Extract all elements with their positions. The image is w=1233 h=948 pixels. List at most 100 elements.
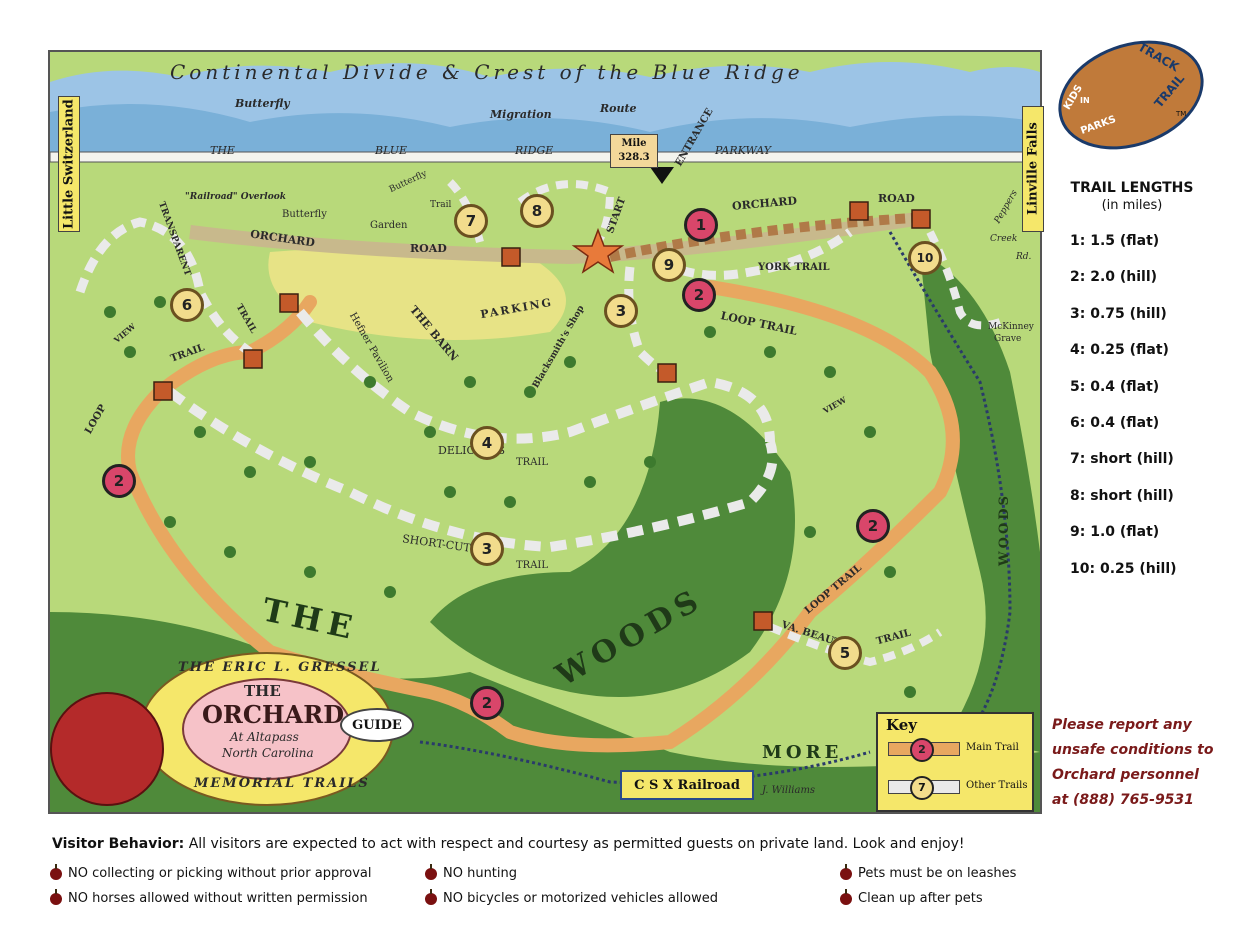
- guide-label: GUIDE: [352, 717, 402, 733]
- apple-illustration: [50, 692, 164, 806]
- start-star: [571, 227, 625, 274]
- mile-marker: Mile 328.3: [610, 134, 658, 168]
- orchard-road-west-label-2: ROAD: [410, 242, 447, 255]
- rule-item: NO collecting or picking without prior a…: [50, 863, 372, 881]
- guide-badge: GUIDE: [340, 708, 414, 742]
- logo-word-in: IN: [1080, 96, 1090, 105]
- rule-text: NO horses allowed without written permis…: [68, 891, 368, 906]
- report-notice: Please report any unsafe conditions to O…: [1052, 713, 1227, 813]
- report-line: Please report any: [1052, 717, 1192, 733]
- woods-east-label: WOODS: [996, 493, 1012, 566]
- mile-marker-line2: 328.3: [618, 152, 650, 163]
- trail-length-row: 6: 0.4 (flat): [1070, 414, 1160, 431]
- trail-marker-2: 2: [102, 464, 136, 498]
- ridge-title: Continental Divide & Crest of the Blue R…: [170, 60, 804, 84]
- trail-marker-6: 6: [170, 288, 204, 322]
- woods-area-east: [920, 252, 1040, 752]
- orchard-road: [189, 210, 932, 265]
- peppers-creek-label-3: Rd.: [1016, 252, 1032, 262]
- csx-railroad-sign: C S X Railroad: [620, 770, 754, 800]
- trail-lengths-subtitle: (in miles): [1101, 198, 1163, 213]
- behavior-text: All visitors are expected to act with re…: [188, 836, 965, 852]
- parkway-label-2: BLUE: [375, 144, 408, 157]
- title-arc-bottom: MEMORIAL TRAILS: [194, 776, 370, 791]
- main-loop-trail: [121, 280, 960, 753]
- key-title: Key: [886, 716, 917, 734]
- rule-item: Clean up after pets: [840, 888, 983, 906]
- trail-length-row: 9: 1.0 (flat): [1070, 524, 1160, 541]
- apple-bullet-icon: [425, 863, 437, 880]
- key-other-trails-label: Other Trails: [966, 780, 1028, 791]
- peppers-creek-label-2: Creek: [990, 234, 1018, 244]
- va-beauty-trail-path: [768, 623, 943, 667]
- trail-marker-3: 3: [470, 532, 504, 566]
- behavior-heading: Visitor Behavior:: [52, 836, 185, 852]
- york-trail-path: [657, 228, 853, 280]
- title-the: THE: [244, 682, 281, 700]
- mile-marker-line1: Mile: [621, 138, 647, 149]
- trail-1-path: [608, 212, 931, 262]
- trail-marker-2: 2: [682, 278, 716, 312]
- apple-bullet-icon: [50, 888, 62, 905]
- butterfly-trail-label-2: Trail: [430, 200, 452, 210]
- key-other-trails-marker: 7: [910, 776, 934, 800]
- railroad-overlook-label: "Railroad" Overlook: [185, 192, 286, 202]
- key-main-trail-label: Main Trail: [966, 742, 1019, 753]
- trail-marker-2: 2: [470, 686, 504, 720]
- mckinney-grave-label-1: McKinney: [988, 322, 1034, 332]
- trail-length-row: 4: 0.25 (flat): [1070, 342, 1169, 359]
- report-line: at (888) 765-9531: [1052, 792, 1194, 808]
- apple-bullet-icon: [425, 888, 437, 905]
- kids-in-parks-logo: KIDS IN PARKS TRACK TRAIL TM: [1043, 21, 1219, 169]
- rule-text: NO hunting: [443, 866, 518, 881]
- artist-signature: J. Williams: [762, 785, 816, 796]
- orchard-road-east-label-2: ROAD: [878, 192, 915, 205]
- migration-label-1: Butterfly: [235, 97, 290, 110]
- woods-area-center: [430, 398, 795, 697]
- parkway-label-4: PARKWAY: [715, 144, 771, 157]
- rule-text: NO collecting or picking without prior a…: [68, 866, 372, 881]
- trail-marker-2: 2: [856, 509, 890, 543]
- trail-marker-7: 7: [454, 204, 488, 238]
- trail-length-row: 10: 0.25 (hill): [1070, 560, 1177, 577]
- railroad-track-east: [888, 231, 1012, 733]
- trail-marker-1: 1: [684, 208, 718, 242]
- rule-item: Pets must be on leashes: [840, 863, 1017, 881]
- butterfly-garden-label-2: Garden: [370, 220, 408, 231]
- trail-length-row: 1: 1.5 (flat): [1070, 233, 1160, 249]
- title-arc-top: THE ERIC L. GRESSEL: [178, 660, 382, 675]
- apple-bullet-icon: [50, 863, 62, 880]
- trail-junctions: [153, 201, 931, 631]
- migration-label-3: Route: [600, 102, 637, 115]
- rule-text: Clean up after pets: [858, 891, 983, 906]
- apple-bullet-icon: [840, 888, 852, 905]
- entrance-arrow: [650, 167, 674, 184]
- title-state: North Carolina: [222, 746, 314, 760]
- trail-marker-3: 3: [604, 294, 638, 328]
- rule-item: NO hunting: [425, 863, 518, 881]
- apple-bullet-icon: [840, 863, 852, 880]
- logo-tm: TM: [1176, 110, 1187, 118]
- trail-length-row: 8: short (hill): [1070, 487, 1174, 504]
- migration-label-2: Migration: [490, 108, 552, 121]
- mckinney-grave-label-2: Grave: [994, 334, 1022, 344]
- parking-area: [268, 248, 566, 340]
- rule-text: NO bicycles or motorized vehicles allowe…: [443, 891, 718, 906]
- trail-length-row: 3: 0.75 (hill): [1070, 305, 1167, 322]
- trail-marker-10: 10: [908, 241, 942, 275]
- trail-marker-4: 4: [470, 426, 504, 460]
- delicious-trail-label-2: TRAIL: [516, 457, 549, 468]
- little-switzerland-sign: Little Switzerland: [58, 96, 80, 232]
- trail-marker-5: 5: [828, 636, 862, 670]
- report-line: unsafe conditions to: [1052, 742, 1214, 758]
- york-trail-label: YORK TRAIL: [758, 262, 830, 273]
- title-at: At Altapass: [230, 730, 299, 744]
- shortcut-trail-label-2: TRAIL: [516, 560, 549, 571]
- map-key: Key 2 Main Trail 7 Other Trails: [876, 712, 1034, 812]
- rule-text: Pets must be on leashes: [858, 866, 1017, 881]
- parkway-road: [50, 151, 1040, 163]
- report-line: Orchard personnel: [1052, 767, 1199, 783]
- parkway-label-3: RIDGE: [515, 144, 554, 157]
- orchard-trees: [104, 296, 916, 698]
- delicious-trail-path: [296, 308, 775, 444]
